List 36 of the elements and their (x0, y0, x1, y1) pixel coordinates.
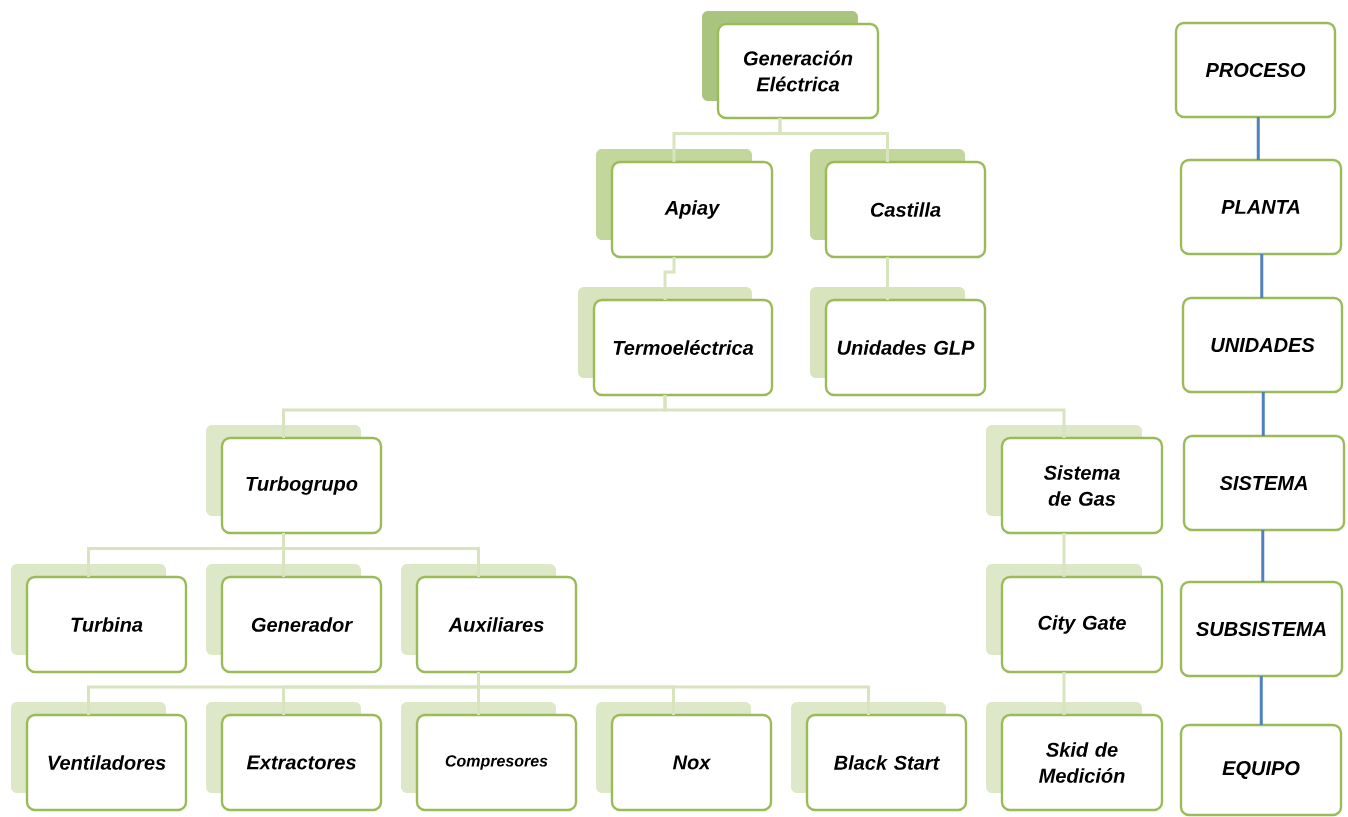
tree-box: City Gate (986, 564, 1164, 674)
connector-line (1259, 676, 1263, 725)
tree-box: Generación Eléctrica (702, 11, 880, 120)
tree-box: Skid de Medición (986, 702, 1164, 812)
connector-line (1261, 530, 1265, 582)
connector-line (1256, 117, 1260, 160)
level-box: SUBSISTEMA (1179, 580, 1344, 678)
connector-line (778, 118, 889, 162)
tree-box: Turbina (11, 564, 188, 674)
tree-box: Black Start (791, 702, 968, 812)
connector-line (1062, 533, 1066, 577)
tree-box: Turbogrupo (206, 425, 383, 535)
tree-box: Unidades GLP (810, 287, 987, 397)
level-box: EQUIPO (1179, 723, 1343, 817)
tree-box: Generador (206, 564, 383, 674)
level-box: PROCESO (1174, 21, 1337, 119)
tree-box: Termoeléctrica (578, 287, 774, 397)
level-box: PLANTA (1179, 158, 1343, 256)
tree-box: Auxiliares (401, 564, 578, 674)
level-box: UNIDADES (1181, 296, 1344, 394)
tree-box: Nox (596, 702, 773, 812)
connector-line (663, 257, 676, 300)
connector-line (663, 395, 1066, 438)
connector-line (282, 533, 480, 577)
tree-box: Apiay (596, 149, 774, 259)
connector-line (886, 257, 889, 300)
tree-box: Ventiladores (11, 702, 188, 812)
tree-box: Extractores (206, 702, 383, 812)
tree-box: Castilla (810, 149, 987, 259)
level-box: SISTEMA (1182, 434, 1346, 532)
connector-line (1062, 672, 1066, 715)
connector-line (477, 672, 870, 715)
tree-box: Compresores (401, 702, 578, 812)
connector-line (1260, 254, 1264, 298)
tree-box: Sistema de Gas (986, 425, 1164, 535)
connector-line (1261, 392, 1265, 436)
